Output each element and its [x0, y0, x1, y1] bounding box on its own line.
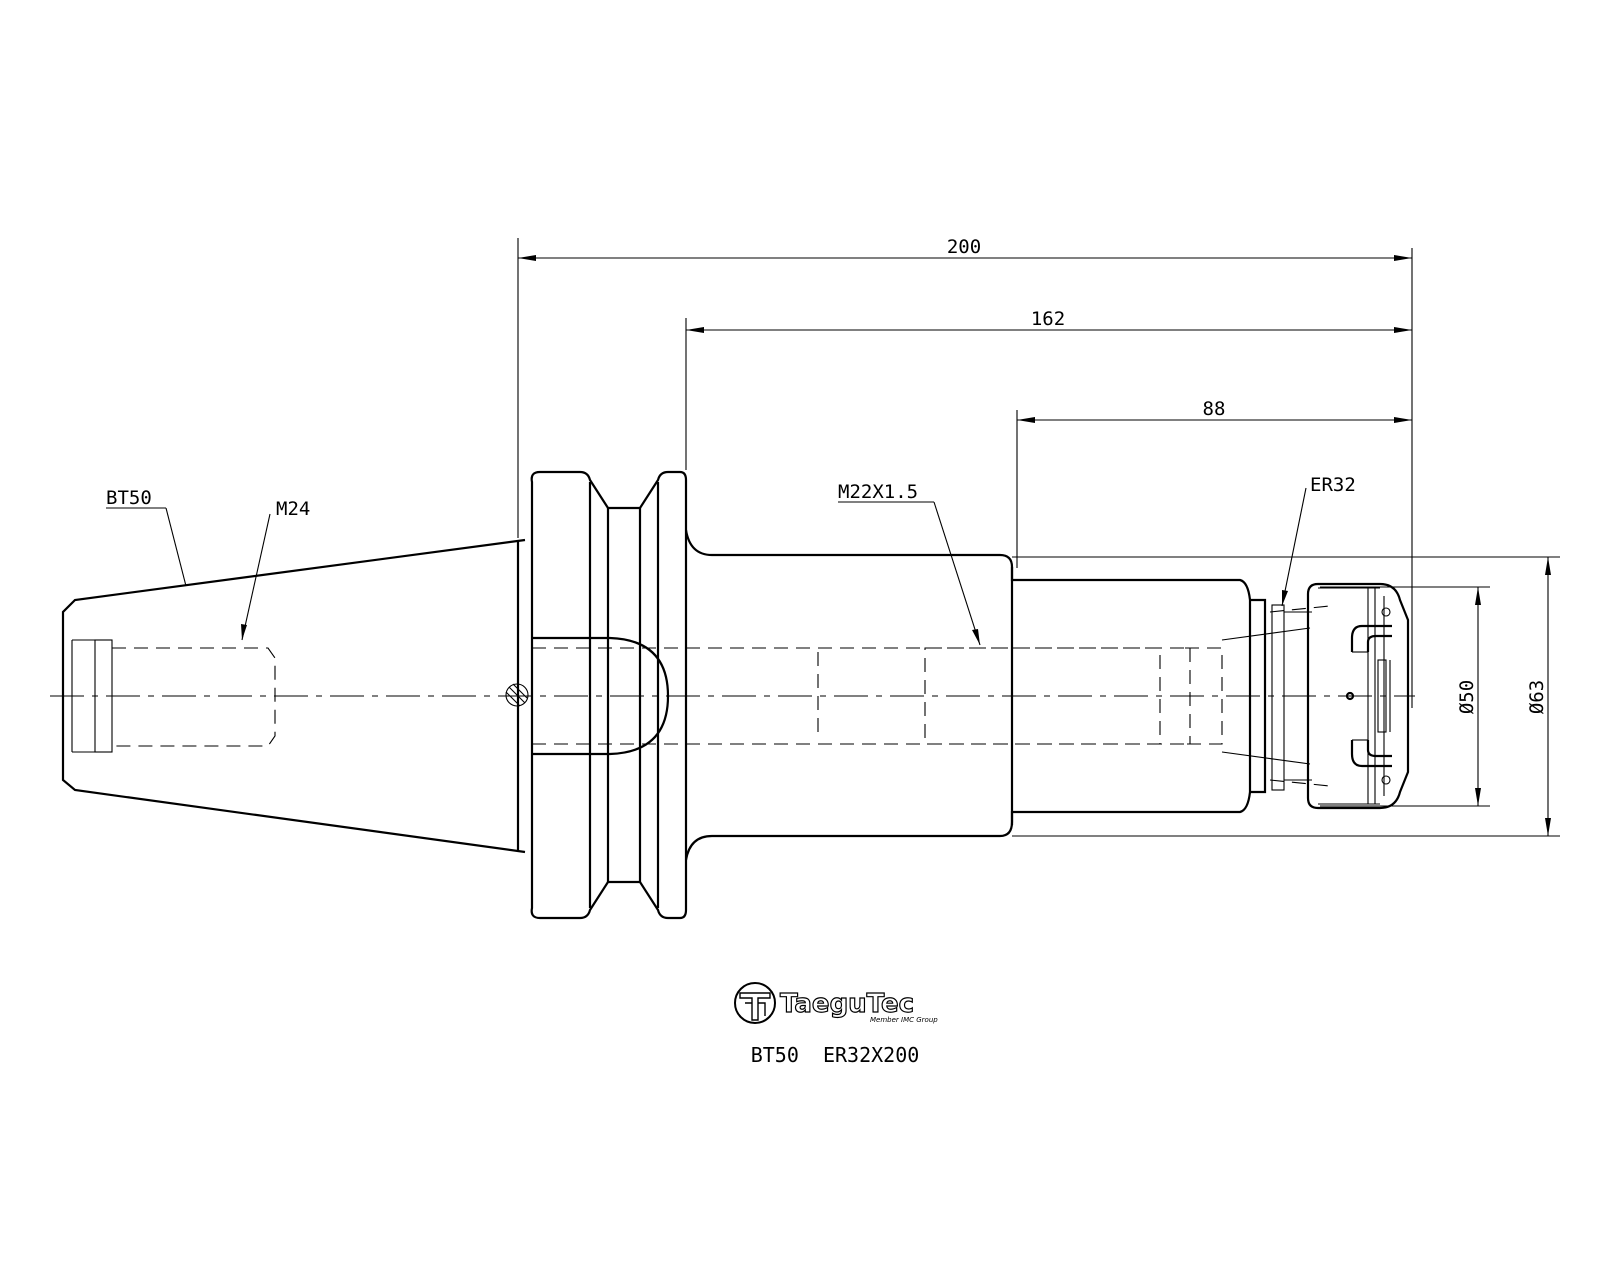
callout-m22 — [838, 501, 981, 646]
callout-label-m24: M24 — [276, 498, 310, 520]
dim-label-200: 200 — [947, 236, 981, 258]
dim-overall-length — [517, 238, 1413, 708]
dim-diameter-63 — [1012, 556, 1560, 837]
dim-reduced-length — [1016, 410, 1412, 568]
callout-bt50 — [106, 507, 187, 587]
logo-tagline: Member IMC Group — [870, 1016, 938, 1024]
flange — [505, 470, 688, 920]
taegutec-logo: TaeguTec Member IMC Group — [734, 982, 938, 1024]
callout-label-m22: M22X1.5 — [838, 481, 918, 503]
logo-brand: TaeguTec — [780, 989, 914, 1019]
callout-label-bt50: BT50 — [106, 487, 152, 509]
collet-nut — [1306, 582, 1410, 810]
callout-label-er32: ER32 — [1310, 474, 1356, 496]
dim-label-50: Ø50 — [1456, 680, 1478, 714]
part-number: BT50 ER32X200 — [751, 1043, 920, 1067]
dim-label-88: 88 — [1203, 398, 1226, 420]
dim-gauge-to-nose — [685, 318, 1412, 470]
callout-er32 — [1281, 487, 1307, 607]
holder-body — [532, 529, 1331, 861]
dim-label-162: 162 — [1031, 308, 1065, 330]
dim-diameter-50 — [1320, 586, 1490, 807]
dim-label-63: Ø63 — [1526, 680, 1548, 714]
callout-m24 — [241, 513, 271, 641]
